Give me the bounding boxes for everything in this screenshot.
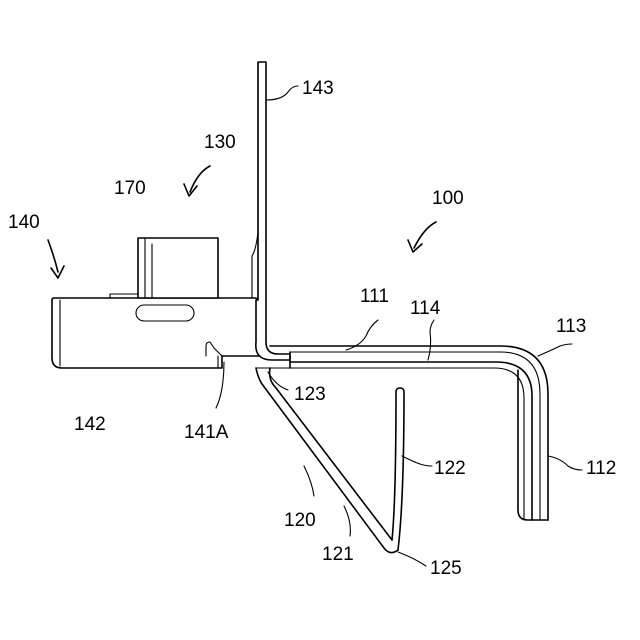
block-170 [138,238,218,298]
spring-leg-120 [256,368,404,553]
label-140: 140 [8,212,40,233]
block-142 [52,294,266,368]
label-130: 130 [204,132,236,153]
label-122: 122 [434,458,466,479]
label-143: 143 [302,78,334,99]
label-120: 120 [284,510,316,531]
clip-100 [270,346,548,520]
label-121: 121 [322,544,354,565]
label-111: 111 [360,286,389,307]
plate-143 [252,62,290,360]
label-141A: 141A [184,422,229,443]
label-142: 142 [74,414,106,435]
label-123: 123 [294,384,326,405]
label-170: 170 [114,178,146,199]
label-114: 114 [410,298,441,319]
label-113: 113 [556,316,586,337]
label-100: 100 [432,188,464,209]
label-112: 112 [586,458,616,479]
label-125: 125 [430,558,462,579]
